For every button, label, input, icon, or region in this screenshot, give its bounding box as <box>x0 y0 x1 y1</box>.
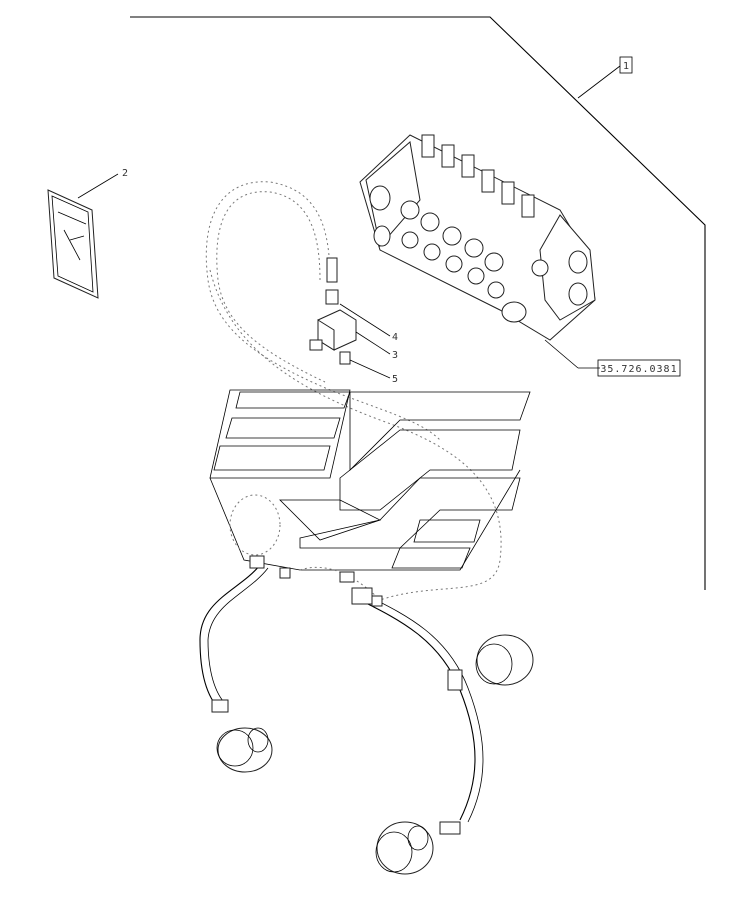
actuator-cylinder-1 <box>216 727 273 773</box>
leader-1 <box>577 65 621 99</box>
leader-5 <box>349 359 391 379</box>
manual-booklet-icon <box>47 189 99 299</box>
leader-4 <box>339 303 391 337</box>
callout-5: 5 <box>392 374 398 385</box>
leader-ref <box>544 339 579 369</box>
actuator-cylinder-2 <box>475 634 534 686</box>
callout-3: 3 <box>392 350 398 361</box>
actuator-cylinder-3 <box>375 821 434 875</box>
leader-3 <box>355 331 391 355</box>
reference-code: 35.726.0381 <box>600 364 677 375</box>
machine-outline <box>209 389 531 571</box>
leader-2 <box>77 173 119 199</box>
solenoid-valve-block <box>309 257 357 365</box>
callout-4: 4 <box>392 332 398 343</box>
frame-leader-line <box>130 16 706 590</box>
callout-1: 1 <box>623 61 629 72</box>
callout-box-1 <box>619 56 633 74</box>
reference-box <box>597 359 681 377</box>
callout-2: 2 <box>122 168 128 179</box>
hose-loop <box>205 181 441 441</box>
control-valve-block <box>359 134 596 341</box>
hydraulic-lines <box>199 555 484 835</box>
